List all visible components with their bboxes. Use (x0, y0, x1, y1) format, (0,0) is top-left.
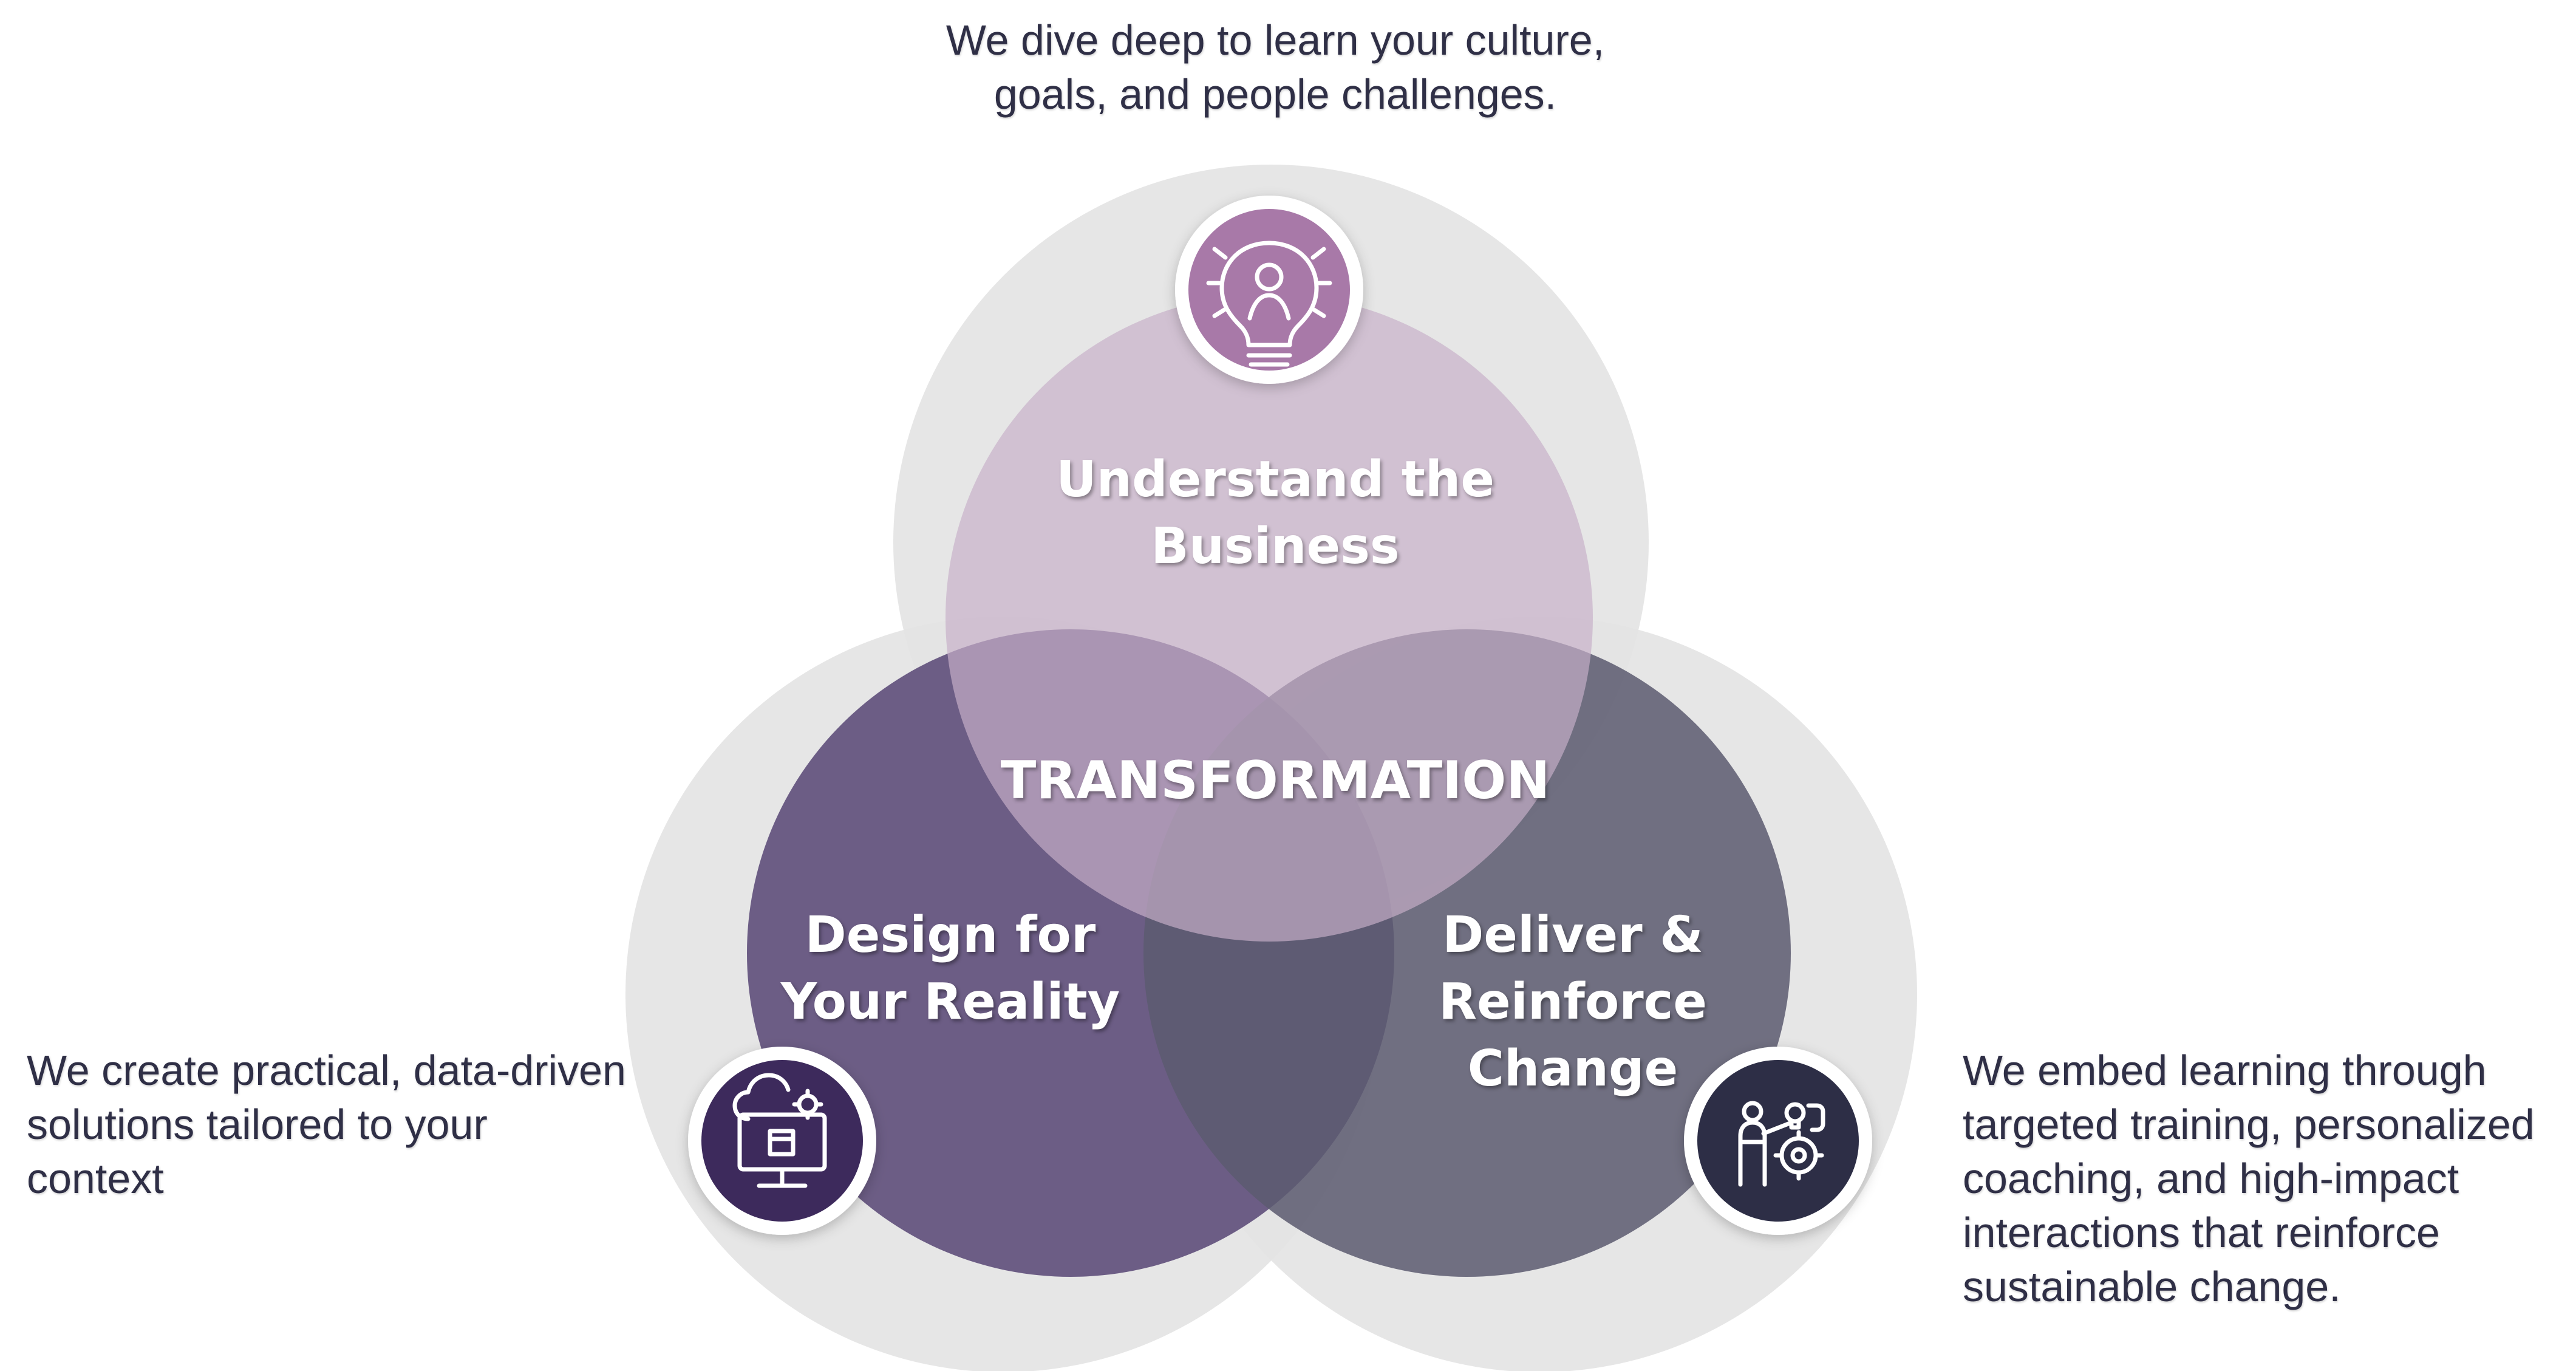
deliver-description-line: We embed learning through (1963, 1047, 2487, 1094)
understand-title-line: Understand the (1056, 451, 1494, 508)
lightbulb-person-icon (1175, 196, 1363, 384)
transformation-label: TRANSFORMATION (1000, 750, 1550, 811)
design-title: Design for Your Reality (710, 902, 1190, 1036)
deliver-title-line: Reinforce (1439, 973, 1707, 1031)
understand-description-line: We dive deep to learn your culture, (946, 16, 1605, 64)
understand-title-line: Business (1151, 518, 1400, 575)
presenter-gear-icon (1684, 1047, 1872, 1235)
deliver-title: Deliver & Reinforce Change (1324, 902, 1822, 1103)
deliver-description-line: interactions that reinforce (1963, 1209, 2440, 1256)
understand-description-line: goals, and people challenges. (993, 70, 1557, 118)
computer-cloud-gear-icon (688, 1047, 876, 1235)
design-title-line: Design for (805, 906, 1096, 964)
deliver-description-line: sustainable change. (1963, 1263, 2341, 1310)
design-description-line: solutions tailored to your (27, 1101, 488, 1148)
deliver-description: We embed learning through targeted train… (1963, 1044, 2576, 1314)
deliver-title-line: Deliver & (1442, 906, 1703, 964)
deliver-title-line: Change (1467, 1040, 1678, 1098)
design-description-line: context (27, 1155, 164, 1202)
design-title-line: Your Reality (780, 973, 1120, 1031)
design-description-line: We create practical, data-driven (27, 1047, 626, 1094)
design-description: We create practical, data-driven solutio… (27, 1044, 640, 1206)
understand-description: We dive deep to learn your culture, goal… (789, 13, 1761, 121)
understand-title: Understand the Business (978, 446, 1573, 580)
deliver-description-line: coaching, and high-impact (1963, 1155, 2459, 1202)
deliver-description-line: targeted training, personalized (1963, 1101, 2535, 1148)
circle-understand (946, 294, 1593, 942)
